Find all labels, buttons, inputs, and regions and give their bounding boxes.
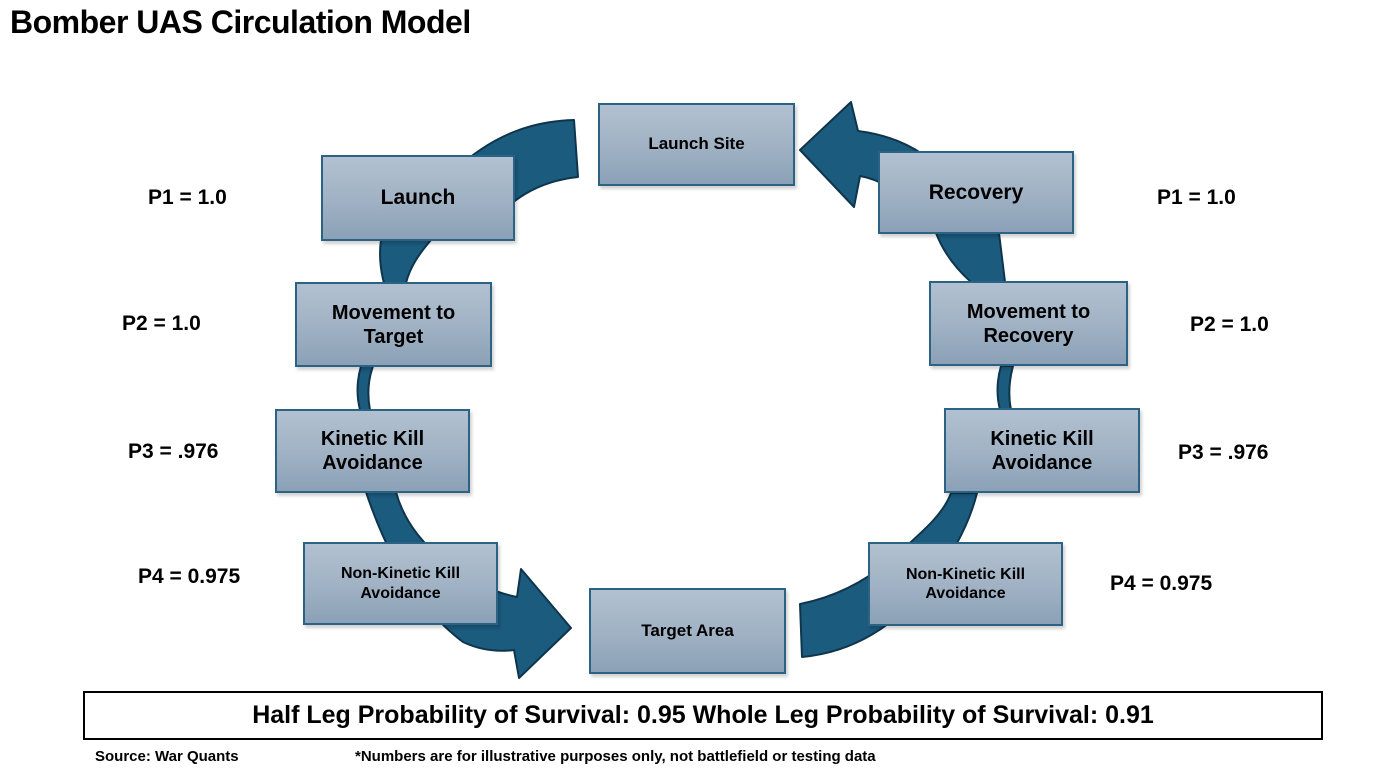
node-kinetic-kill-avoidance-right: Kinetic Kill Avoidance: [944, 408, 1140, 493]
node-kinetic-kill-avoidance-right-label: Kinetic Kill Avoidance: [990, 427, 1094, 474]
survival-probability-summary-text: Half Leg Probability of Survival: 0.95 W…: [252, 701, 1154, 729]
node-launch-site: Launch Site: [598, 103, 795, 186]
arrow-movement-to-recovery-to-recovery: [935, 232, 1006, 283]
node-recovery: Recovery: [878, 151, 1074, 234]
node-non-kinetic-kill-avoidance-right: Non-Kinetic Kill Avoidance: [868, 542, 1063, 626]
node-movement-to-recovery-label: Movement to Recovery: [966, 300, 1091, 347]
node-non-kinetic-kill-avoidance-left-label: Non-Kinetic Kill Avoidance: [340, 565, 461, 602]
probability-label-left-p4: P4 = 0.975: [138, 565, 241, 588]
node-launch: Launch: [321, 155, 515, 241]
arrow-launch-to-movement-to-target: [379, 239, 432, 284]
probability-label-right-p4: P4 = 0.975: [1110, 572, 1213, 595]
source-attribution: Source: War Quants: [95, 748, 239, 765]
arrow-kinetic-to-movement-to-recovery: [996, 365, 1014, 411]
arrow-movement-to-target-to-kinetic: [356, 365, 374, 411]
node-launch-label: Launch: [380, 186, 456, 210]
probability-label-left-p2: P2 = 1.0: [122, 312, 201, 335]
probability-label-right-p2: P2 = 1.0: [1190, 313, 1269, 336]
node-kinetic-kill-avoidance-left: Kinetic Kill Avoidance: [275, 409, 470, 493]
probability-label-left-p1: P1 = 1.0: [148, 186, 227, 209]
node-non-kinetic-kill-avoidance-left: Non-Kinetic Kill Avoidance: [303, 542, 498, 625]
node-movement-to-target: Movement to Target: [295, 282, 492, 367]
node-non-kinetic-kill-avoidance-right-label: Non-Kinetic Kill Avoidance: [905, 565, 1026, 602]
node-target-area: Target Area: [589, 588, 786, 674]
page-title: Bomber UAS Circulation Model: [10, 4, 471, 40]
node-movement-to-target-label: Movement to Target: [331, 301, 456, 348]
node-target-area-label: Target Area: [641, 620, 734, 640]
probability-label-left-p3: P3 = .976: [128, 440, 219, 463]
node-recovery-label: Recovery: [928, 180, 1024, 204]
probability-label-right-p3: P3 = .976: [1178, 441, 1269, 464]
node-kinetic-kill-avoidance-left-label: Kinetic Kill Avoidance: [320, 428, 425, 474]
disclaimer-note: *Numbers are for illustrative purposes o…: [355, 748, 876, 765]
node-launch-site-label: Launch Site: [648, 134, 745, 154]
survival-probability-summary: Half Leg Probability of Survival: 0.95 W…: [83, 691, 1323, 740]
node-movement-to-recovery: Movement to Recovery: [929, 281, 1128, 366]
probability-label-right-p1: P1 = 1.0: [1157, 186, 1236, 209]
